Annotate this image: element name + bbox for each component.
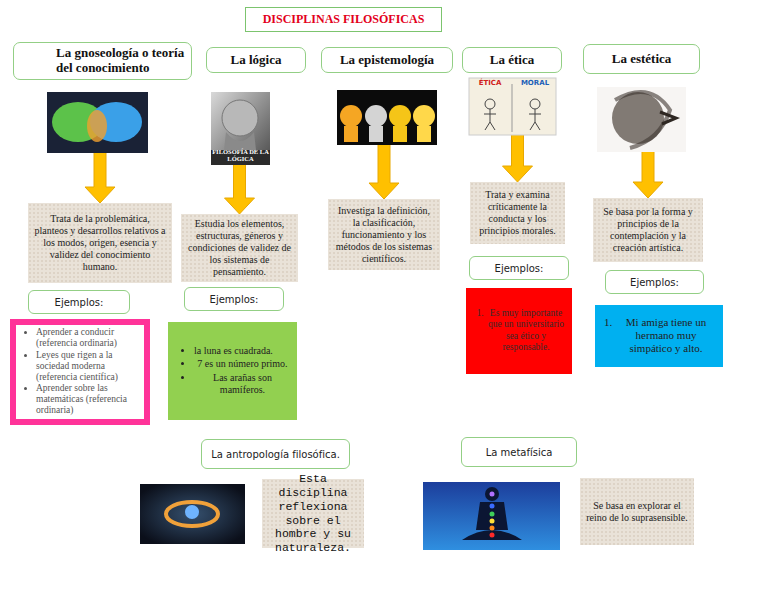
brain-picture (47, 92, 148, 153)
hands-picture (140, 484, 245, 544)
node-text: Esta disciplina reflexiona sobre el homb… (268, 472, 358, 555)
example-list: Es muy importante que un universitario s… (466, 308, 572, 355)
description-box: Se basa en explorar el reino de lo supra… (580, 478, 694, 545)
description-box: Trata y examina críticamente la conducta… (470, 182, 565, 244)
description-box: Estudia los elementos, estructuras, géne… (181, 214, 298, 282)
node-text: Estudia los elementos, estructuras, géne… (187, 218, 292, 278)
picture-word: MORAL (516, 80, 554, 90)
examples-tag: Ejemplos: (28, 290, 130, 314)
node-text: Ejemplos: (630, 277, 679, 288)
examples-tag: Ejemplos: (605, 270, 704, 294)
node-text: Trata de la problemática, planteos y des… (34, 213, 166, 273)
node-text: Ejemplos: (495, 263, 544, 274)
example-item: Aprender sobre las matemáticas (referenc… (36, 383, 138, 416)
examples-tag: Ejemplos: (469, 256, 569, 280)
flow-arrow (225, 73, 255, 214)
discipline-heading: La ética (462, 47, 562, 73)
example-item: 7 es un número primo. (194, 358, 291, 371)
examples-box: Es muy importante que un universitario s… (466, 288, 572, 374)
description-box: Se basa por la forma y principios de la … (593, 198, 703, 262)
example-list: Mi amiga tiene un hermano muy simpático … (595, 316, 723, 357)
picture-word: ÉTICA (471, 80, 509, 90)
node-text: Se basa en explorar el reino de lo supra… (586, 500, 688, 524)
node-text: Ejemplos: (55, 297, 104, 308)
discipline-heading: La epistemología (321, 47, 453, 73)
node-text: La gnoseología o teoría del conocimiento (56, 46, 191, 76)
node-text: Trata y examina críticamente la conducta… (476, 189, 559, 237)
sketch-face-picture (597, 87, 686, 152)
flow-arrow (85, 80, 115, 203)
node-text: La metafísica (486, 447, 553, 458)
discipline-heading: La metafísica (461, 437, 577, 467)
node-text: Se basa por la forma y principios de la … (599, 206, 697, 254)
examples-box: la luna es cuadrada.7 es un número primo… (168, 322, 297, 420)
example-item: Leyes que rigen a la sociedad moderna (r… (36, 350, 138, 383)
flow-arrow (369, 73, 399, 199)
example-item: Aprender a conducir (referencia ordinari… (36, 327, 138, 349)
cover (226, 73, 254, 93)
cover (503, 73, 533, 79)
example-list: Aprender a conducir (referencia ordinari… (16, 327, 144, 417)
head-picture (211, 92, 270, 165)
examples-tag: Ejemplos: (184, 287, 284, 311)
discipline-heading: La gnoseología o teoría del conocimiento (13, 42, 192, 80)
description-box: Esta disciplina reflexiona sobre el homb… (262, 479, 364, 548)
node-text: La estética (612, 52, 672, 67)
ethics-picture (469, 78, 556, 135)
heads-picture (337, 90, 437, 145)
example-item: Es muy importante que un universitario s… (486, 308, 566, 354)
node-text: Investiga la definición, la clasificació… (334, 205, 434, 265)
picture-caption: FILOSOFÍA DE LA LÓGICA (212, 149, 269, 165)
meditation-picture (423, 482, 560, 550)
diagram-title: DISCIPLINAS FILOSÓFICAS (245, 7, 442, 32)
flow-arrow (633, 74, 663, 198)
cover (88, 80, 112, 93)
description-box: Trata de la problemática, planteos y des… (28, 203, 172, 283)
discipline-heading: La lógica (206, 47, 306, 73)
discipline-heading: La antropología filosófica. (201, 439, 350, 469)
cover (370, 73, 398, 91)
example-item: Mi amiga tiene un hermano muy simpático … (615, 316, 717, 356)
example-item: la luna es cuadrada. (194, 345, 291, 358)
node-text: La ética (490, 53, 534, 68)
node-text: Ejemplos: (210, 294, 259, 305)
node-text: La lógica (231, 53, 282, 68)
flow-arrow (503, 73, 533, 182)
example-list: la luna es cuadrada.7 es un número primo… (168, 345, 297, 398)
examples-box: Aprender a conducir (referencia ordinari… (10, 319, 150, 425)
cover (633, 74, 663, 88)
example-item: Las arañas son mamíferos. (194, 372, 291, 397)
node-text: La antropología filosófica. (211, 449, 340, 460)
node-text: La epistemología (340, 53, 434, 68)
examples-box: Mi amiga tiene un hermano muy simpático … (595, 305, 723, 367)
discipline-heading: La estética (583, 44, 700, 74)
description-box: Investiga la definición, la clasificació… (328, 199, 440, 270)
